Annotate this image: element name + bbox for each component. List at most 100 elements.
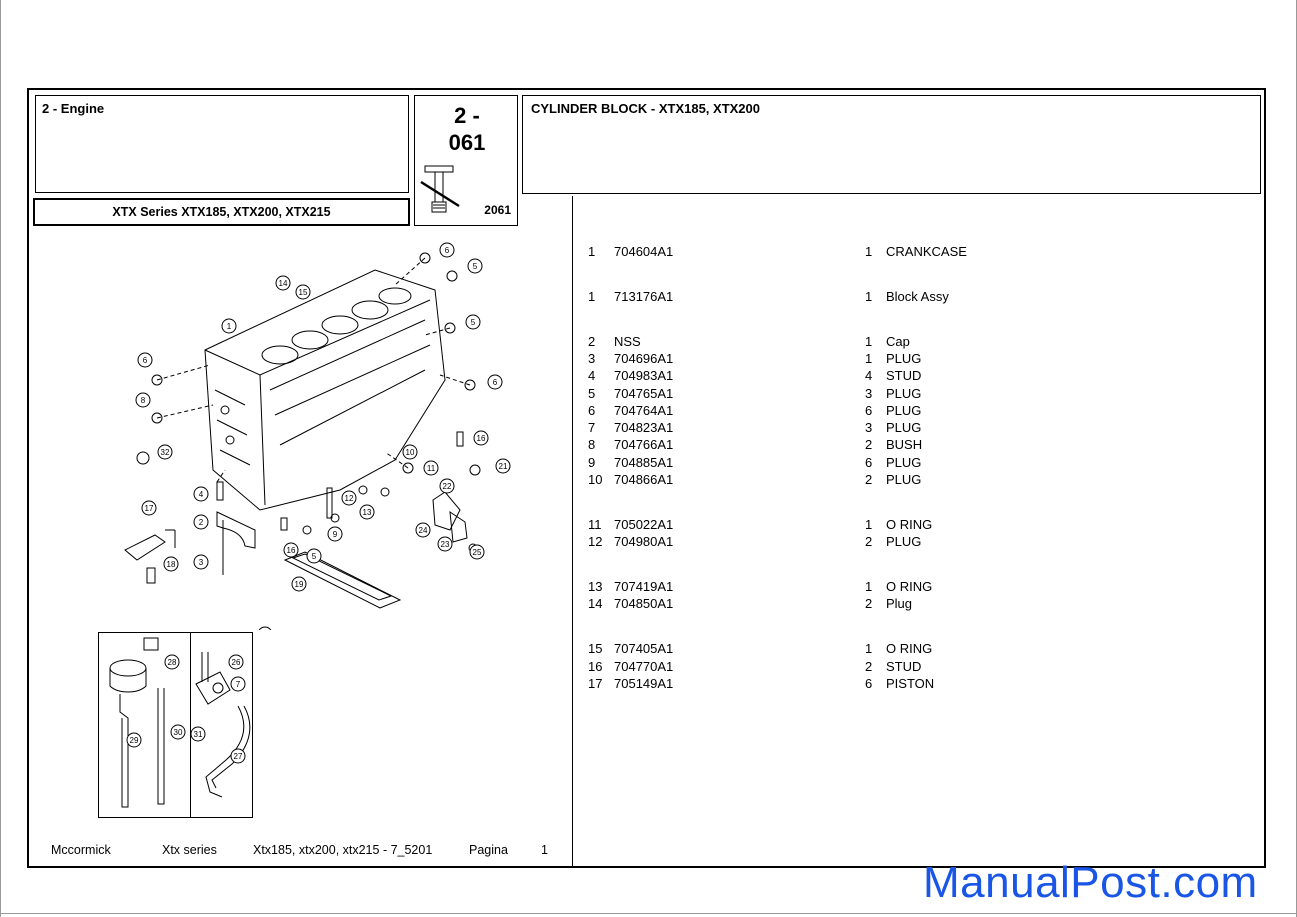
part-description: PLUG	[886, 351, 922, 366]
svg-text:28: 28	[168, 658, 177, 667]
part-ref: 11	[588, 517, 602, 532]
exploded-diagram: 1234555666891011121314151616171819202122…	[124, 242, 511, 630]
callout-bubble: 16	[473, 430, 489, 446]
part-qty: 1	[865, 517, 873, 532]
footer-models: Xtx185, xtx200, xtx215 - 7_5201	[253, 843, 433, 857]
part-description: PLUG	[886, 403, 922, 418]
part-number: 704823A1	[614, 420, 674, 435]
svg-text:5: 5	[312, 552, 317, 561]
part-ref: 4	[588, 368, 596, 383]
series-label: XTX Series XTX185, XTX200, XTX215	[112, 205, 331, 219]
callout-bubble: 17	[141, 500, 157, 516]
callout-bubble: 7	[230, 676, 246, 692]
callout-bubble: 22	[439, 478, 455, 494]
part-qty: 2	[865, 437, 873, 452]
svg-text:5: 5	[473, 262, 478, 271]
part-ref: 17	[588, 676, 603, 691]
callout-bubble: 3	[193, 554, 209, 570]
part-number: 704765A1	[614, 386, 674, 401]
part-ref: 12	[588, 534, 603, 549]
callout-bubble: 31	[190, 726, 206, 742]
part-description: CRANKCASE	[886, 244, 967, 259]
engine-icon	[420, 165, 460, 213]
callout-bubble: 23	[437, 536, 453, 552]
svg-text:25: 25	[473, 548, 482, 557]
section-title: 2 - Engine	[42, 101, 105, 116]
part-description: STUD	[886, 659, 922, 674]
svg-text:4: 4	[199, 490, 204, 499]
part-ref: 7	[588, 420, 596, 435]
svg-text:13: 13	[363, 508, 372, 517]
svg-text:5: 5	[471, 318, 476, 327]
callout-bubble: 26	[228, 654, 244, 670]
callout-bubble: 24	[415, 522, 431, 538]
callout-bubble: 6	[487, 374, 503, 390]
callout-bubble: 8	[135, 392, 151, 408]
watermark: ManualPost.com	[923, 858, 1258, 907]
callout-bubble: 13	[359, 504, 375, 520]
callout-bubble: 27	[230, 748, 246, 764]
callout-bubble: 5	[467, 258, 483, 274]
part-number: 704866A1	[614, 472, 674, 487]
part-description: STUD	[886, 368, 922, 383]
part-number: 704980A1	[614, 534, 674, 549]
callout-bubble: 25	[469, 544, 485, 560]
part-ref: 3	[588, 351, 596, 366]
part-number: 707405A1	[614, 641, 674, 656]
part-description: PISTON	[886, 676, 935, 691]
part-description: PLUG	[886, 420, 922, 435]
callout-bubble: 30	[170, 724, 186, 740]
callout-bubble: 6	[439, 242, 455, 258]
part-ref: 1	[588, 289, 596, 304]
window-edge-bottom	[0, 913, 1297, 914]
part-description: PLUG	[886, 455, 922, 470]
svg-text:2: 2	[199, 518, 204, 527]
part-number: 704766A1	[614, 437, 674, 452]
part-qty: 2	[865, 659, 873, 674]
part-description: PLUG	[886, 386, 922, 401]
part-description: O RING	[886, 579, 933, 594]
svg-text:23: 23	[441, 540, 450, 549]
part-ref: 10	[588, 472, 603, 487]
svg-text:17: 17	[145, 504, 154, 513]
part-description: PLUG	[886, 472, 922, 487]
part-number: 713176A1	[614, 289, 674, 304]
callout-bubble: 11	[423, 460, 439, 476]
part-qty: 2	[865, 596, 873, 611]
svg-text:15: 15	[299, 288, 308, 297]
callout-bubble: 6	[137, 352, 153, 368]
part-number: 704770A1	[614, 659, 674, 674]
part-number: 707419A1	[614, 579, 674, 594]
part-description: Block Assy	[886, 289, 949, 304]
part-number: 704764A1	[614, 403, 674, 418]
part-ref: 13	[588, 579, 603, 594]
part-ref: 9	[588, 455, 596, 470]
part-ref: 1	[588, 244, 596, 259]
page-number: 2 - 061	[448, 103, 486, 155]
svg-text:1: 1	[227, 322, 232, 331]
footer-series: Xtx series	[162, 843, 217, 857]
callout-bubble: 1	[221, 318, 237, 334]
part-qty: 1	[865, 244, 873, 259]
part-qty: 1	[865, 289, 873, 304]
callout-bubble: 9	[327, 526, 343, 542]
svg-text:31: 31	[194, 730, 203, 739]
part-ref: 2	[588, 334, 596, 349]
part-number: 704885A1	[614, 455, 674, 470]
part-ref: 16	[588, 659, 603, 674]
part-qty: 4	[865, 368, 873, 383]
svg-text:7: 7	[236, 680, 241, 689]
part-ref: 6	[588, 403, 596, 418]
part-ref: 5	[588, 386, 596, 401]
part-number: 705022A1	[614, 517, 674, 532]
svg-text:16: 16	[477, 434, 486, 443]
svg-text:3: 3	[199, 558, 204, 567]
column-divider	[572, 196, 573, 866]
title-box: CYLINDER BLOCK - XTX185, XTX200	[522, 95, 1261, 194]
callout-bubble: 15	[295, 284, 311, 300]
part-qty: 6	[865, 403, 873, 418]
svg-text:21: 21	[499, 462, 508, 471]
footer-page-label: Pagina	[469, 843, 508, 857]
callout-bubble: 19	[291, 576, 307, 592]
